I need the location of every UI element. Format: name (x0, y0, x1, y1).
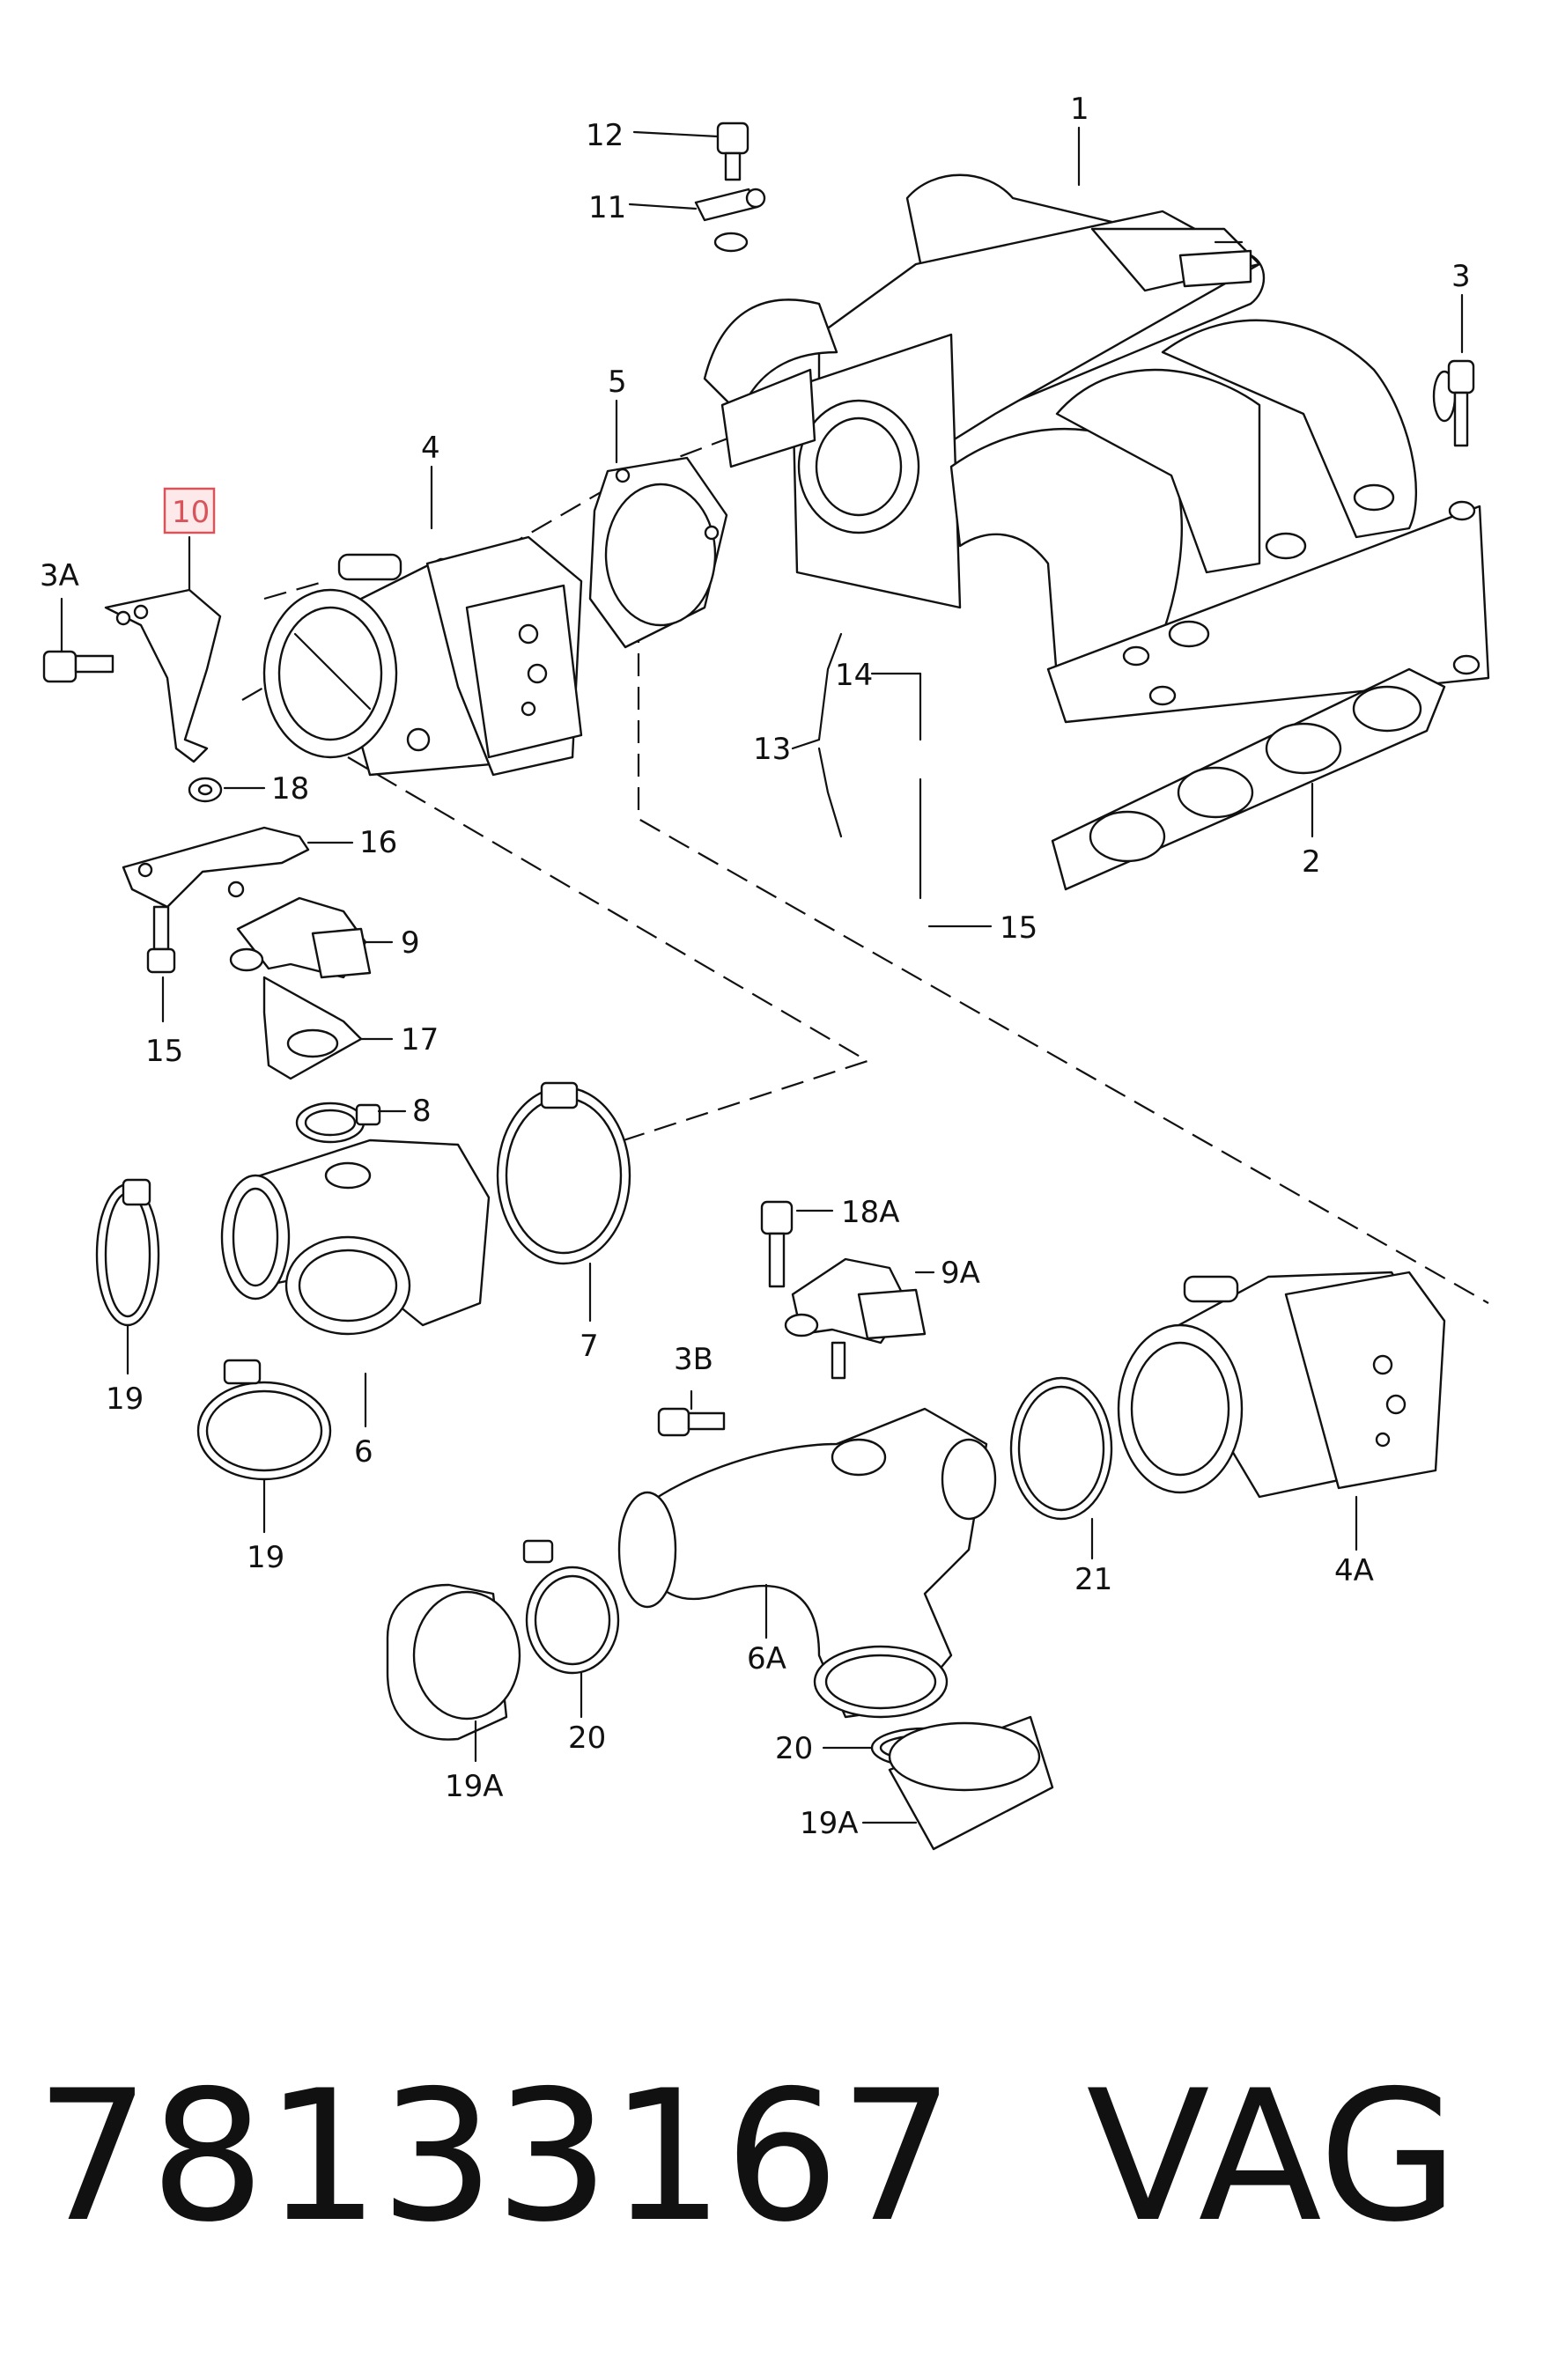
label-10-highlight[interactable]: 10 (163, 487, 216, 534)
label-11: 11 (588, 190, 626, 225)
gasket-17 (262, 976, 363, 1080)
filter-19a-right (888, 1715, 1054, 1851)
bolt-3a (42, 650, 114, 683)
leader-lines (60, 126, 1464, 1824)
intake-manifold (703, 173, 1490, 724)
label-3b: 3B (674, 1342, 713, 1377)
bolt-15-left (146, 905, 176, 974)
clamp-8 (295, 1102, 381, 1144)
label-4a: 4A (1334, 1553, 1374, 1588)
label-9a: 9A (941, 1256, 980, 1291)
clamp-19-left (95, 1178, 160, 1327)
label-6: 6 (354, 1434, 373, 1470)
label-19-bottom: 19 (247, 1540, 284, 1575)
label-17: 17 (401, 1022, 439, 1057)
throttle-gasket-5 (588, 456, 728, 649)
label-1: 1 (1070, 92, 1089, 127)
sensor-9 (229, 896, 372, 979)
label-12: 12 (586, 118, 624, 153)
filter-19a-left (386, 1583, 521, 1741)
label-13: 13 (753, 732, 791, 767)
label-21: 21 (1074, 1562, 1112, 1597)
manifold-gasket (1051, 667, 1446, 891)
throttle-body-4 (262, 535, 583, 777)
bolt-3 (1447, 359, 1475, 447)
sensor-9a (784, 1257, 927, 1380)
part-number: 78133167 (35, 2052, 955, 2262)
label-14: 14 (835, 658, 873, 693)
label-7: 7 (580, 1329, 599, 1364)
label-3: 3 (1451, 259, 1471, 294)
label-18: 18 (271, 771, 309, 807)
nut-18 (188, 777, 223, 803)
clamp-7 (496, 1081, 631, 1265)
o-ring-21 (1009, 1376, 1113, 1521)
label-5: 5 (608, 365, 627, 400)
label-10: 10 (172, 495, 210, 530)
clamp-19-bottom (196, 1359, 332, 1481)
intake-pipe-6a (617, 1407, 997, 1719)
label-15-left: 15 (145, 1034, 183, 1069)
label-4: 4 (421, 431, 440, 466)
label-15-right: 15 (1000, 910, 1037, 946)
label-19a-right: 19A (800, 1806, 859, 1841)
brand-name: VAG (1086, 2052, 1459, 2262)
label-6a: 6A (747, 1641, 786, 1676)
bracket-11 (694, 188, 766, 253)
callout-labels: 1 12 11 3 5 4 10 3A 18 16 15 9 17 8 7 6 … (40, 92, 1471, 1841)
label-19-left: 19 (106, 1382, 144, 1417)
label-8: 8 (412, 1094, 432, 1129)
label-20-upper: 20 (568, 1721, 606, 1756)
bolt-12 (716, 122, 749, 181)
label-19a-left: 19A (445, 1769, 504, 1804)
clamp-20-upper (522, 1539, 620, 1675)
bracket-10 (104, 588, 222, 763)
label-18a: 18A (841, 1195, 900, 1230)
throttle-body-4a (1117, 1271, 1446, 1499)
label-16: 16 (359, 825, 397, 860)
label-2: 2 (1302, 844, 1321, 880)
label-3a: 3A (40, 558, 79, 593)
bracket-16 (122, 826, 310, 909)
bolt-18a (760, 1200, 794, 1288)
air-duct-6 (220, 1138, 491, 1336)
bolt-3b (657, 1407, 726, 1437)
label-20-lower: 20 (775, 1731, 813, 1766)
label-9: 9 (401, 925, 420, 961)
